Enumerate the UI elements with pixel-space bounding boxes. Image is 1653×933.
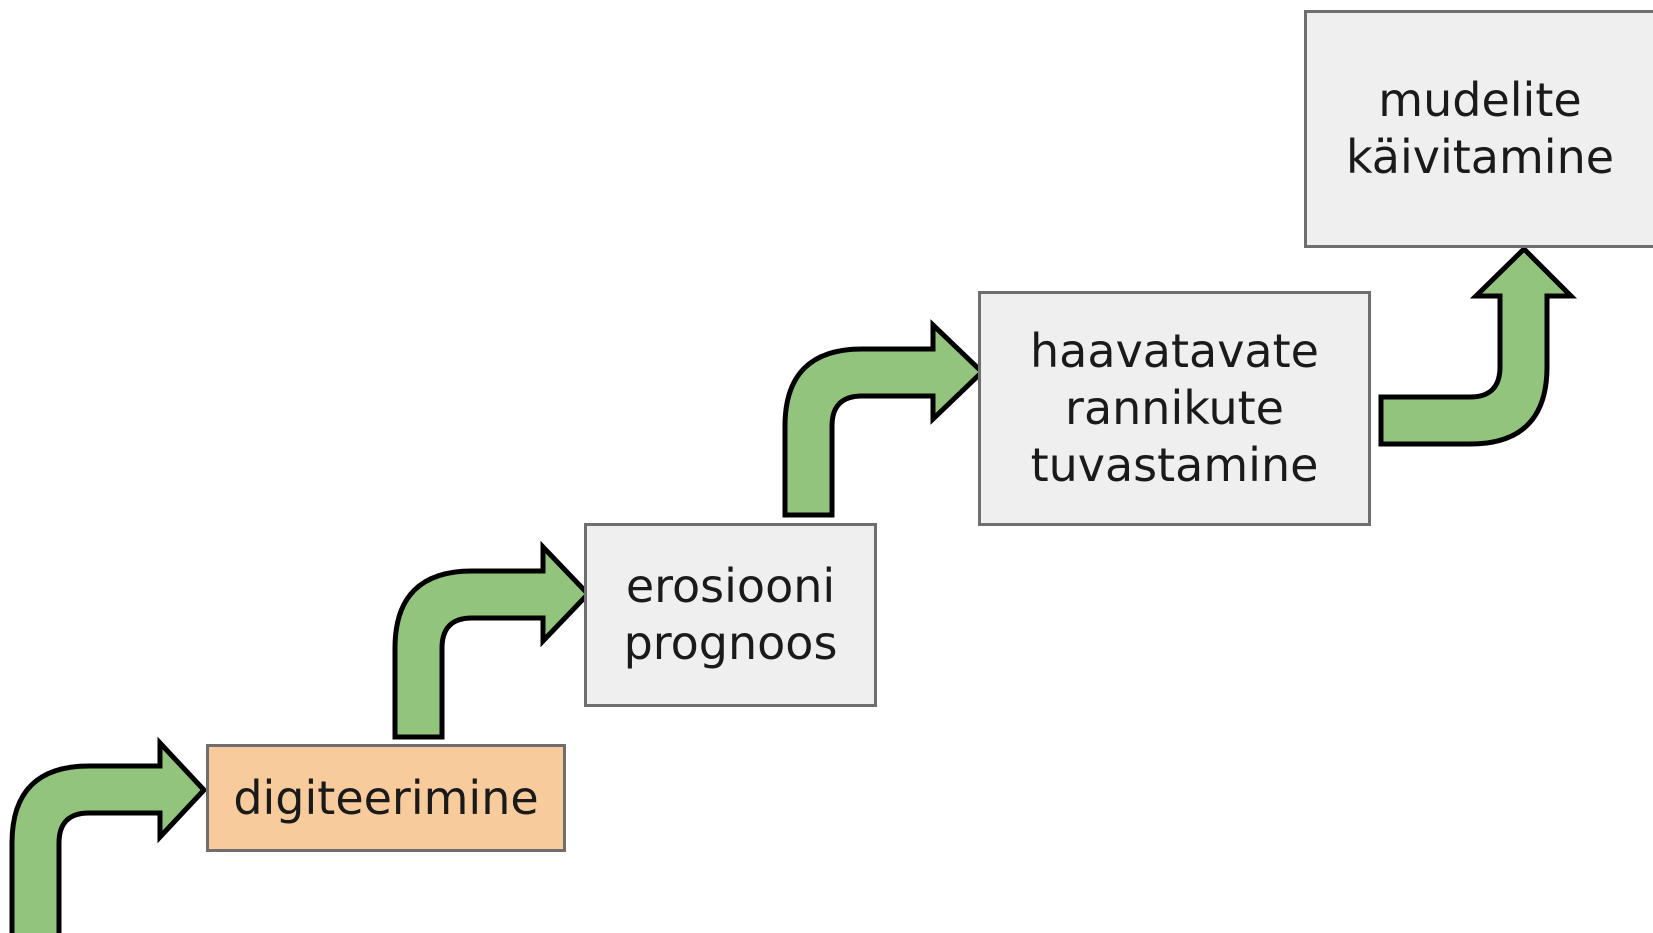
- step-label: erosiooni prognoos: [623, 559, 838, 670]
- step-box-model-launch: mudelite käivitamine: [1304, 10, 1653, 248]
- step-box-vulnerable-coasts: haavatavate rannikute tuvastamine: [978, 291, 1371, 526]
- step-label: mudelite käivitamine: [1345, 73, 1615, 184]
- curved-arrow-icon-4: [1378, 245, 1578, 447]
- step-label: digiteerimine: [233, 770, 539, 825]
- curved-arrow-icon-1: [9, 736, 208, 933]
- step-box-erosion-forecast: erosiooni prognoos: [584, 523, 877, 707]
- step-label: haavatavate rannikute tuvastamine: [1030, 324, 1319, 492]
- step-box-digitization: digiteerimine: [206, 744, 566, 852]
- curved-arrow-icon-3: [782, 319, 986, 518]
- curved-arrow-icon-2: [392, 540, 592, 740]
